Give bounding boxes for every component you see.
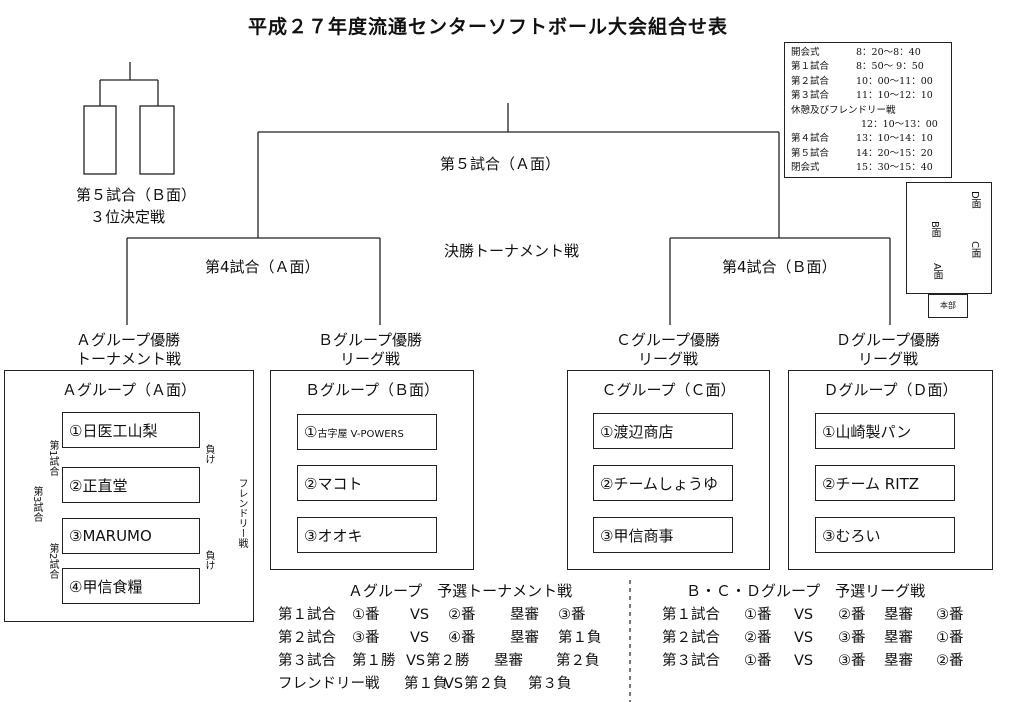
third-place-game-label: 第５試合（Ｂ面） [76,186,197,204]
group-a-game2-label: 第2試合 [47,543,58,580]
schedule-row: 12：10～13：00 [861,119,938,131]
field-hq: 本部 [928,294,968,318]
group-a-winner-label: Ａグループ優勝トーナメント戦 [76,331,182,368]
field-a-face: A面 [931,263,942,280]
group-a-game3-label: 第3試合 [31,486,42,523]
group-c-winner-label: Ｃグループ優勝リーグ戦 [615,331,721,368]
field-d-face: D面 [969,191,980,209]
group-d-winner-label: Ｄグループ優勝リーグ戦 [835,331,941,368]
group-a-team-1: ①日医工山梨 [62,412,200,448]
final-tournament-label: 決勝トーナメント戦 [444,242,580,260]
third-place-label: ３位決定戦 [90,208,166,226]
group-d-team-2: ②チーム RITZ [815,465,955,501]
group-c-team-3: ③甲信商事 [593,517,733,553]
group-b-winner-label: Ｂグループ優勝リーグ戦 [317,331,423,368]
group-a-team-2: ②正直堂 [62,467,200,503]
group-d-team-3: ③むろい [815,517,955,553]
group-a-team-3: ③MARUMO [62,518,200,554]
group-b-team-3: ③オオキ [297,517,437,553]
group-b-title: Ｂグループ（Ｂ面） [304,381,440,399]
field-b-face: B面 [929,221,940,238]
semi-right-label: 第4試合（Ｂ面） [722,258,837,276]
final-game-label: 第５試合（Ａ面） [440,155,561,173]
group-a-title: Ａグループ（Ａ面） [61,381,197,399]
matches-bcd-title: Ｂ・Ｃ・Ｄグループ 予選リーグ戦 [686,582,926,600]
group-d-team-1: ①山崎製パン [815,413,955,449]
group-a-friendly-label: フレンドリー戦 [236,478,247,548]
group-c-team-1: ①渡辺商店 [593,413,733,449]
field-map: D面 B面 C面 A面 [906,182,992,294]
group-c-title: Ｃグループ（Ｃ面） [601,381,736,399]
semi-left-label: 第4試合（Ａ面） [205,258,320,276]
matches-a-title: Ａグループ 予選トーナメント戦 [348,582,573,600]
group-a-team-4: ④甲信食糧 [62,568,200,604]
group-d-title: Ｄグループ（Ｄ面） [823,381,958,399]
group-a-loser-top: 負け [203,444,214,464]
group-b-team-2: ②マコト [297,465,437,501]
group-a-loser-bottom: 負け [203,550,214,570]
page-title: 平成２７年度流通センターソフトボール大会組合せ表 [248,16,729,38]
field-c-face: C面 [969,241,980,258]
group-a-game1-label: 第1試合 [47,440,58,477]
group-c-team-2: ②チームしょうゆ [593,465,733,501]
schedule-row: 休憩及びフレンドリー戦 [791,104,896,116]
